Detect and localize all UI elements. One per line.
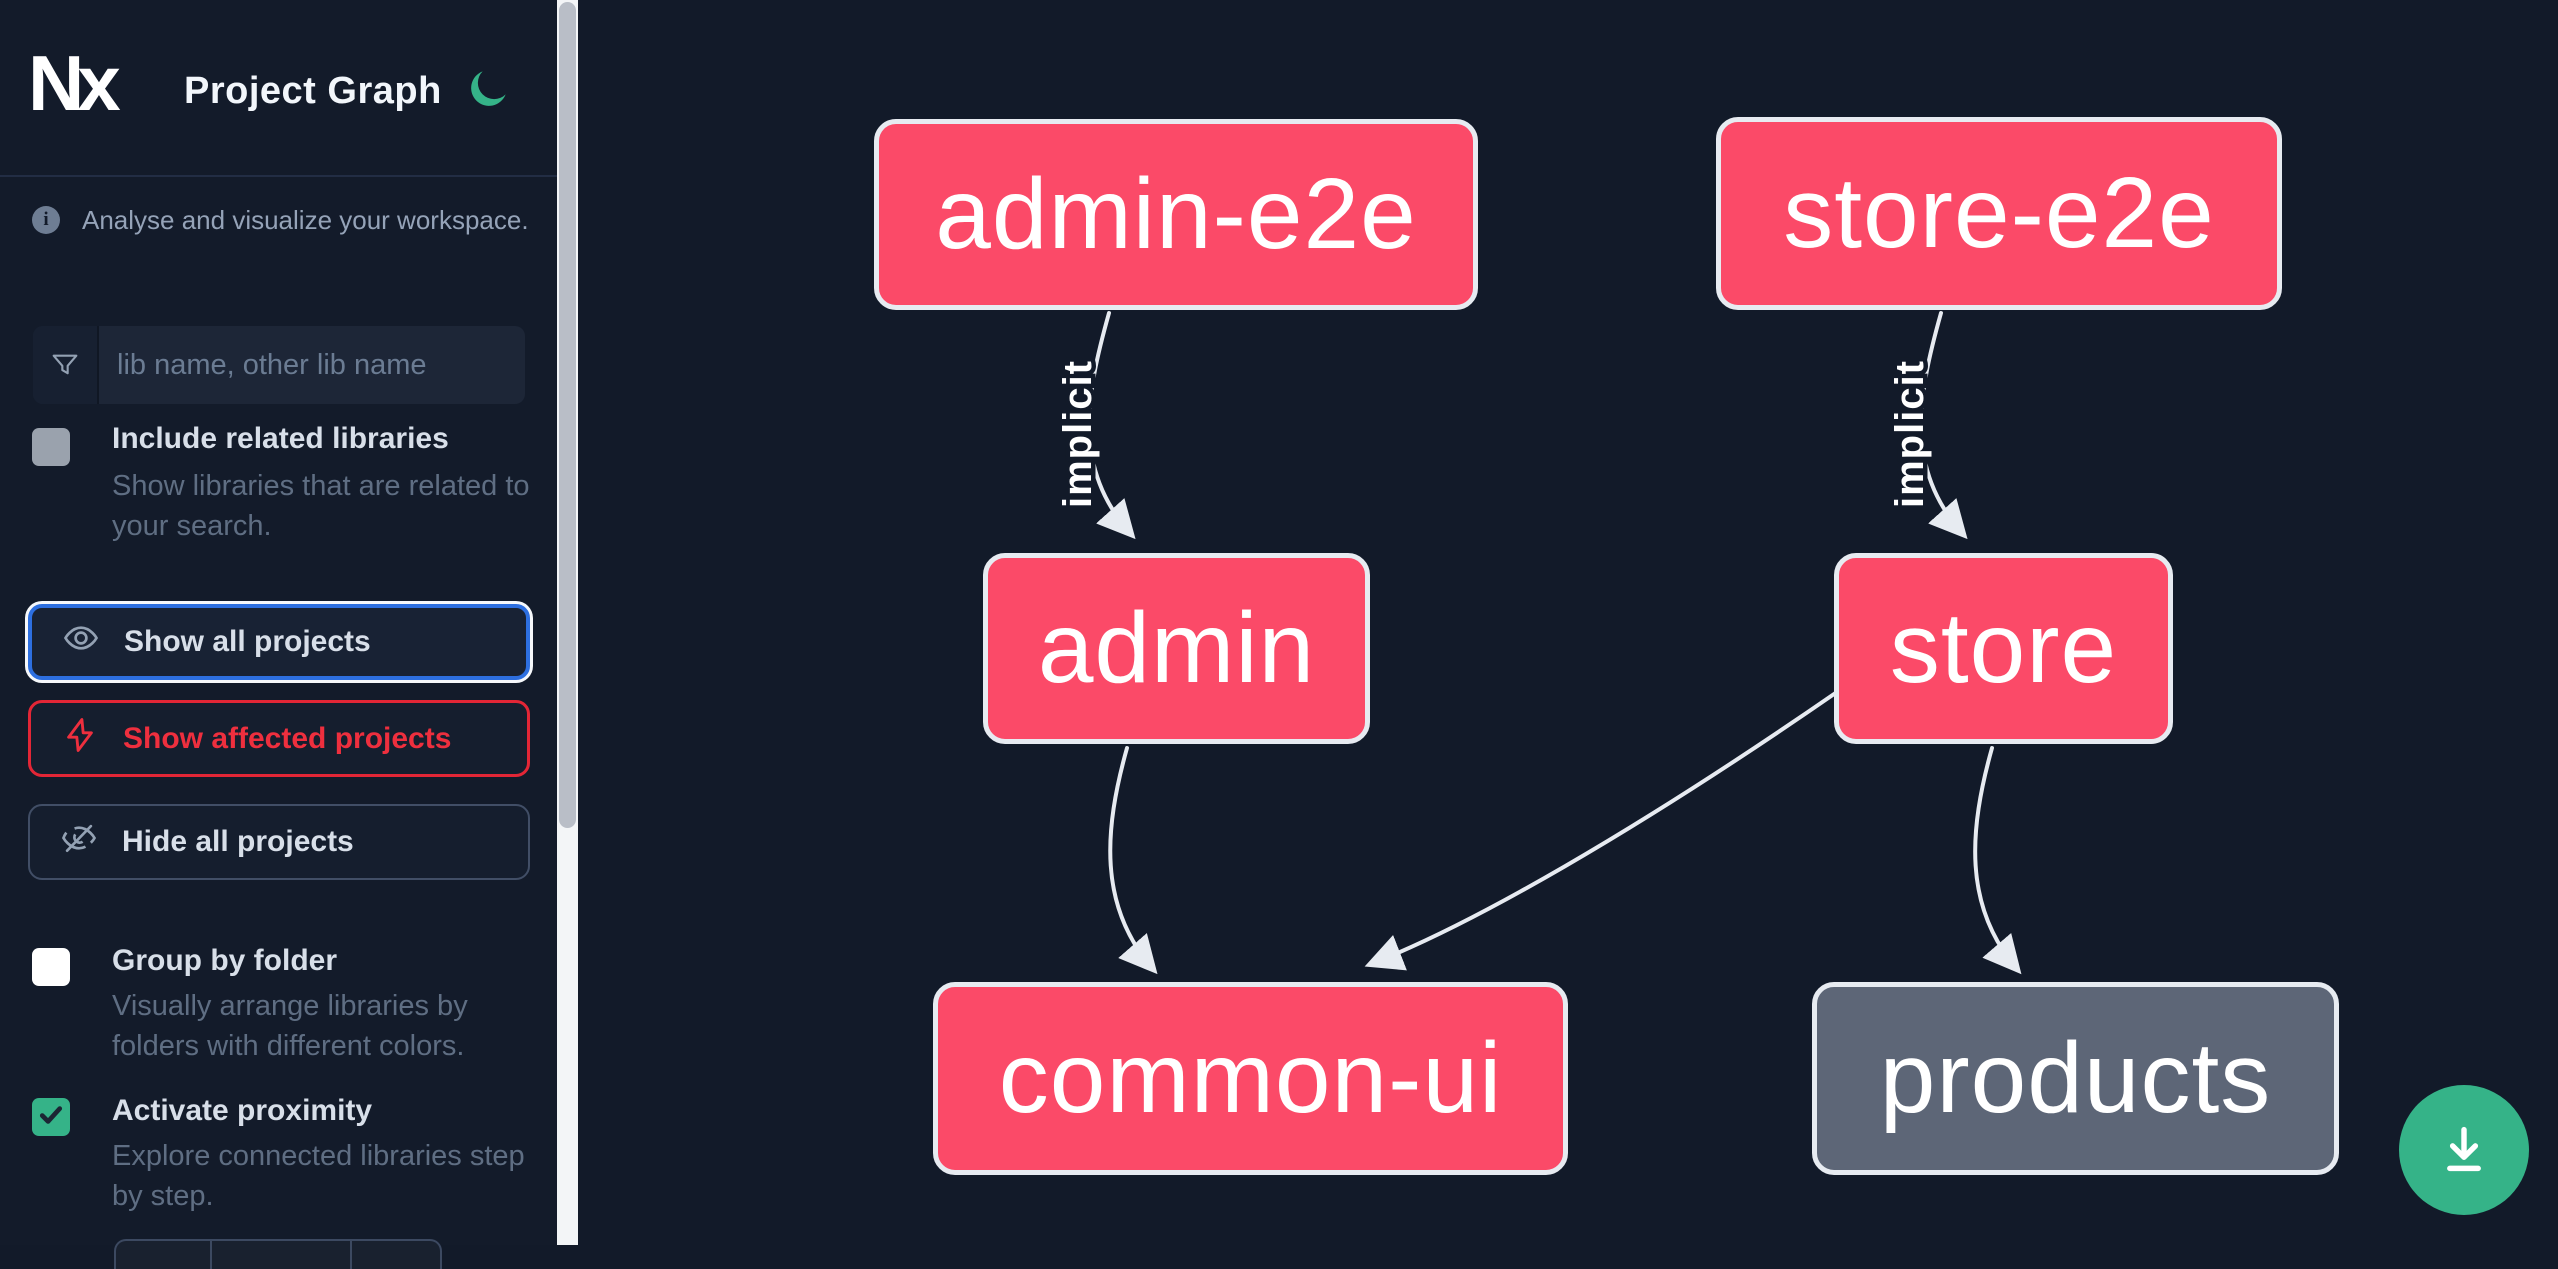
stepper-value <box>212 1241 352 1269</box>
sidebar-scrollbar[interactable] <box>557 0 578 1245</box>
graph-edges: implicit implicit <box>1052 311 2022 975</box>
project-graph-canvas[interactable]: implicit implicit admin-e2e store-e2e ad… <box>578 0 2558 1245</box>
graph-node-products[interactable]: products <box>1812 982 2339 1175</box>
search-input[interactable] <box>99 326 525 404</box>
include-related-description: Show libraries that are related to your … <box>112 470 530 542</box>
download-icon <box>2433 1118 2495 1183</box>
filter-funnel-icon <box>33 326 99 404</box>
moon-icon <box>465 66 511 115</box>
show-affected-projects-button[interactable]: Show affected projects <box>28 700 530 777</box>
project-filter-searchbox <box>33 326 525 404</box>
lightning-icon <box>61 716 99 762</box>
eye-icon <box>62 619 100 665</box>
graph-node-store-e2e[interactable]: store-e2e <box>1716 117 2282 310</box>
graph-node-admin-e2e[interactable]: admin-e2e <box>874 119 1478 310</box>
theme-toggle-button[interactable] <box>460 62 516 118</box>
sidebar-header: Nx Project Graph <box>0 0 557 177</box>
nx-logo-icon: Nx <box>28 39 132 127</box>
edge-label-implicit: implicit <box>1056 360 1100 508</box>
show-all-projects-label: Show all projects <box>124 625 371 658</box>
sidebar-scrollbar-thumb[interactable] <box>559 2 576 828</box>
edge-label-implicit: implicit <box>1888 360 1932 508</box>
eye-off-icon <box>60 819 98 865</box>
graph-node-admin[interactable]: admin <box>983 553 1370 744</box>
svg-text:Nx: Nx <box>28 50 120 120</box>
show-all-projects-button[interactable]: Show all projects <box>28 604 530 680</box>
include-related-checkbox[interactable] <box>32 428 70 466</box>
checkmark-icon <box>37 1101 65 1134</box>
group-by-folder-label: Group by folder <box>112 944 337 977</box>
download-image-button[interactable] <box>2399 1085 2529 1215</box>
activate-proximity-label: Activate proximity <box>112 1094 373 1127</box>
workspace-tagline: i Analyse and visualize your workspace. <box>32 200 529 240</box>
edge-admin-common-ui <box>1108 746 1158 975</box>
graph-node-store[interactable]: store <box>1834 553 2173 744</box>
graph-node-common-ui[interactable]: common-ui <box>933 982 1568 1175</box>
page-title: Project Graph <box>184 70 442 112</box>
hide-all-projects-button[interactable]: Hide all projects <box>28 804 530 880</box>
edge-admin-e2e-admin <box>1087 311 1136 540</box>
group-by-folder-description: Visually arrange libraries by folders wi… <box>112 990 468 1062</box>
activate-proximity-checkbox[interactable] <box>32 1098 70 1136</box>
tagline-text: Analyse and visualize your workspace. <box>82 204 529 235</box>
edge-store-products <box>1973 746 2022 975</box>
proximity-stepper[interactable] <box>114 1239 442 1269</box>
include-related-label: Include related libraries <box>112 422 449 455</box>
edge-store-common-ui <box>1364 690 1839 971</box>
group-by-folder-checkbox[interactable] <box>32 948 70 986</box>
show-affected-projects-label: Show affected projects <box>123 721 452 755</box>
stepper-decrement[interactable] <box>116 1241 212 1269</box>
edge-store-e2e-store <box>1919 311 1968 540</box>
hide-all-projects-label: Hide all projects <box>122 825 354 858</box>
sidebar: Nx Project Graph i Analyse and visualize… <box>0 0 558 1269</box>
stepper-increment[interactable] <box>352 1241 440 1269</box>
info-icon: i <box>32 206 60 234</box>
activate-proximity-description: Explore connected libraries step by step… <box>112 1140 525 1212</box>
